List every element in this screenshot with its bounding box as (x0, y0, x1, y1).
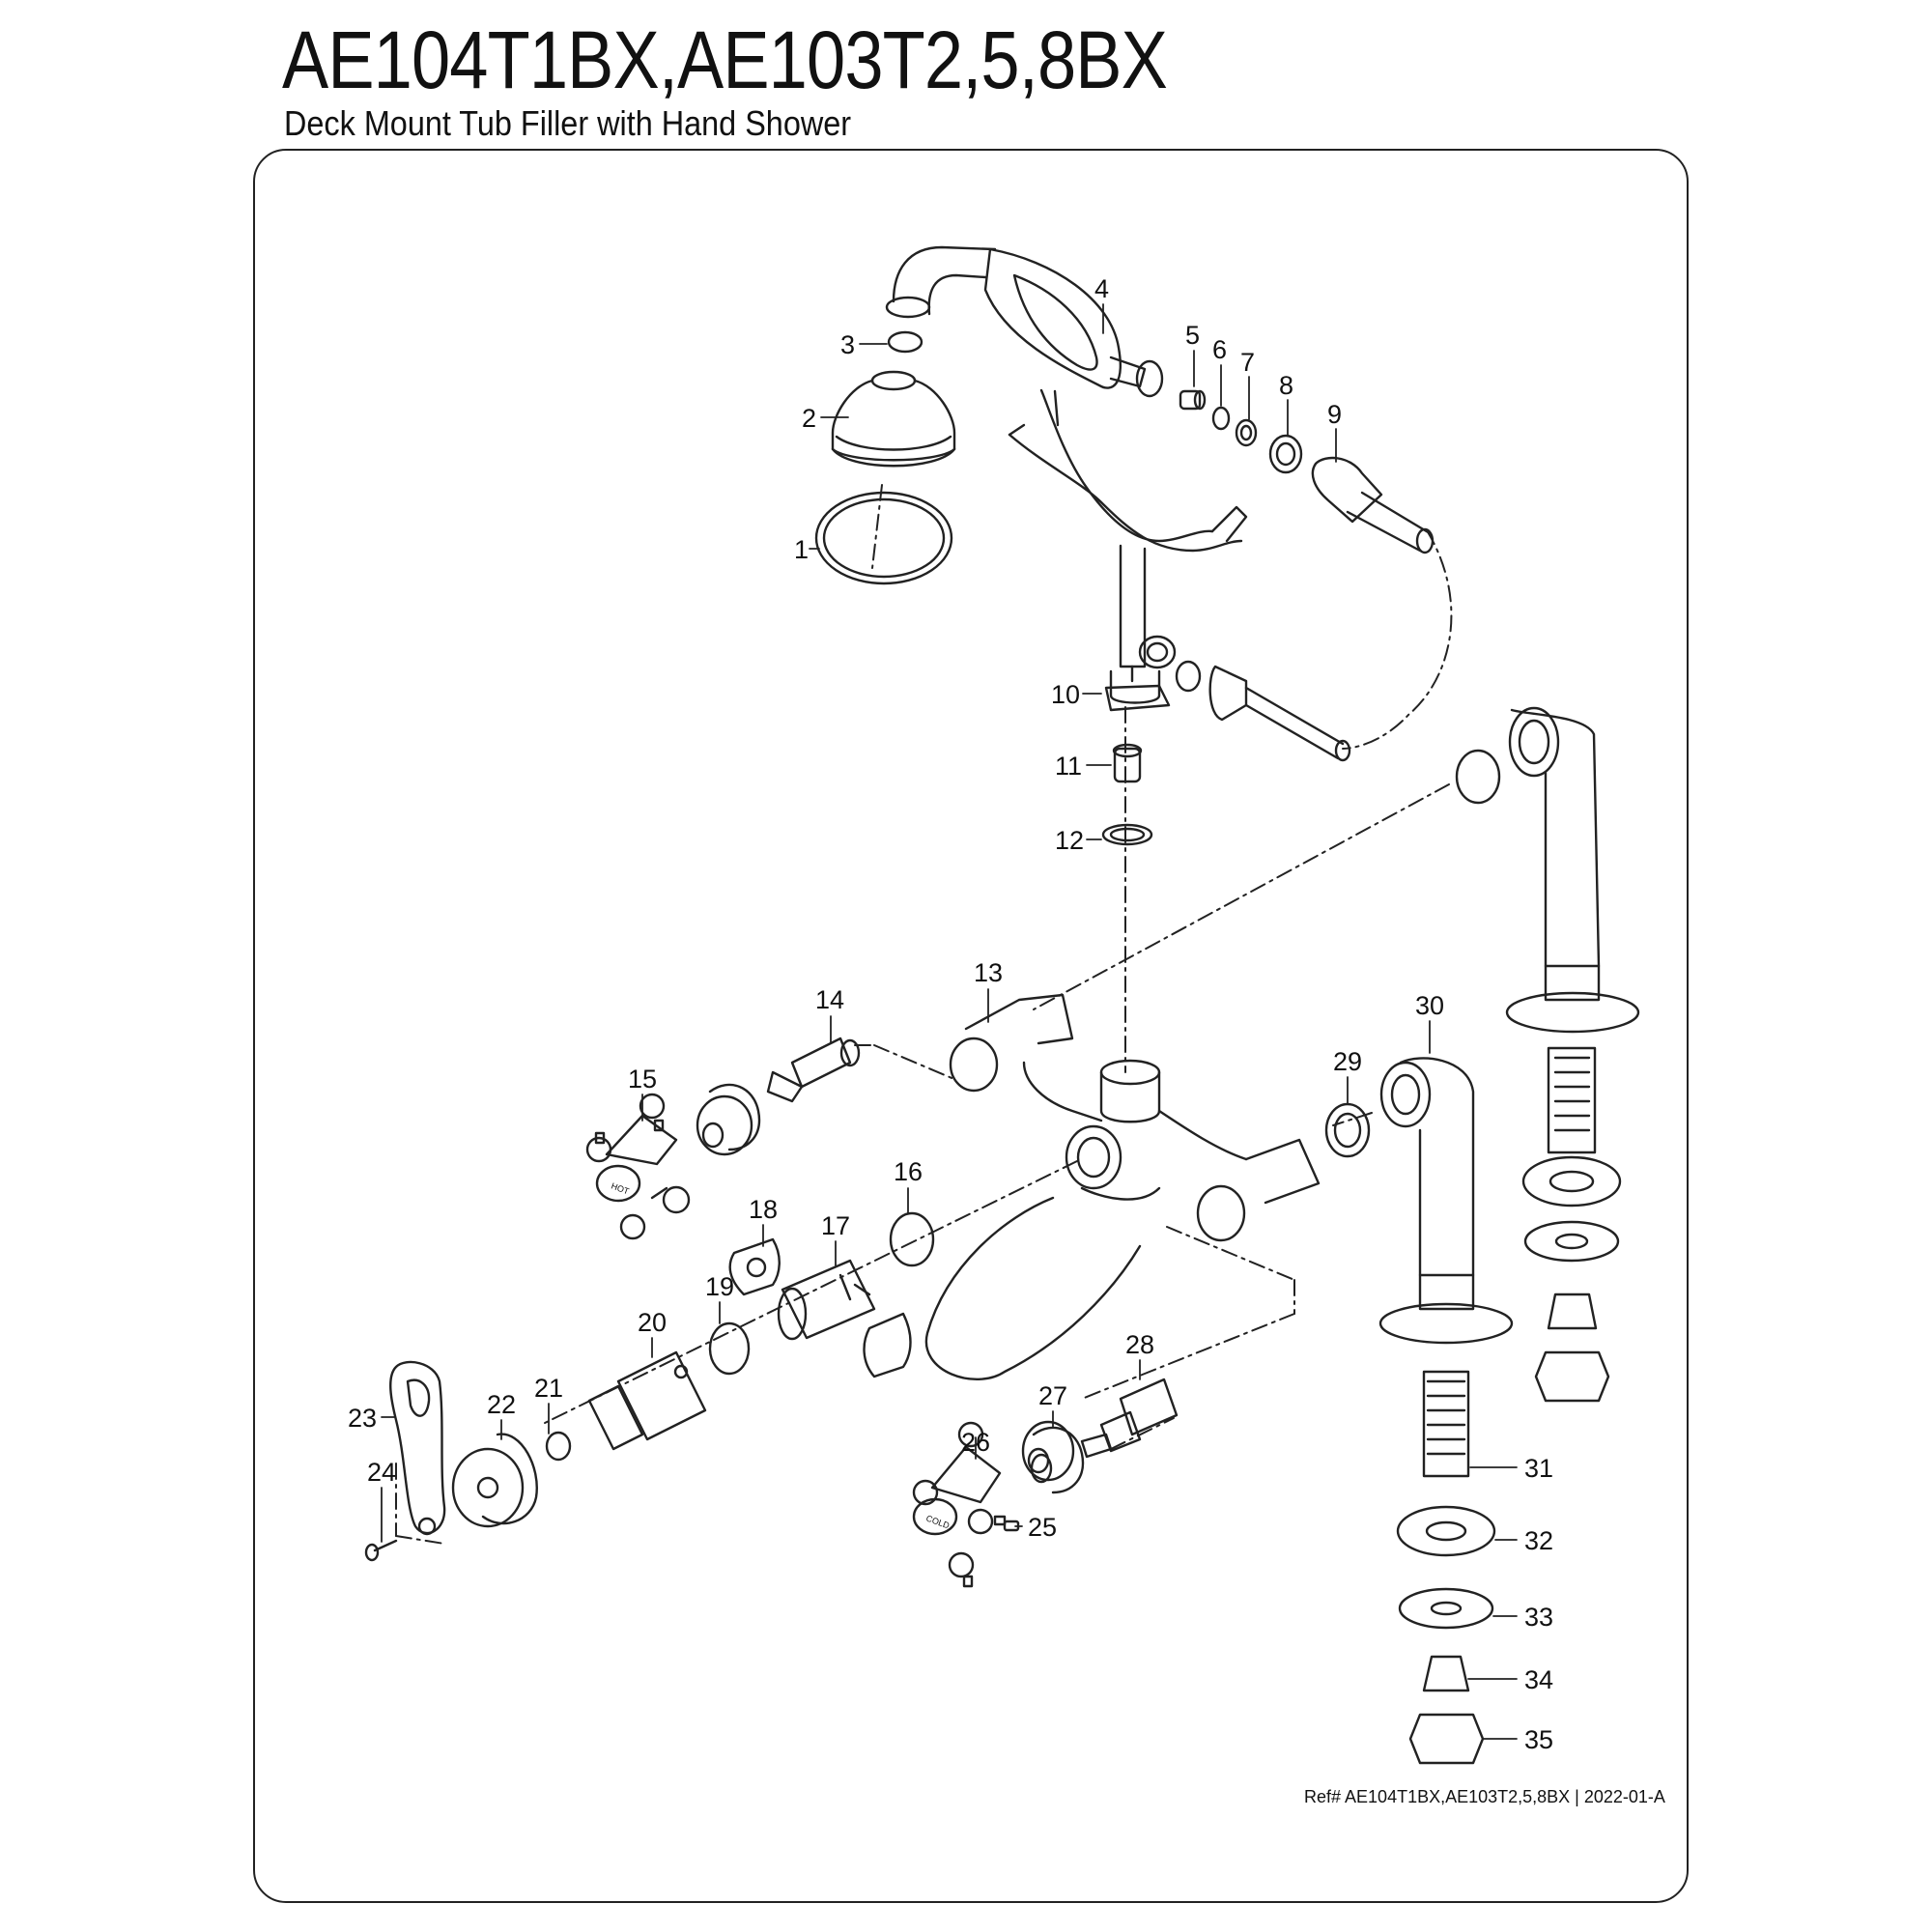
callout-31: 31 (1524, 1454, 1553, 1483)
callout-15: 15 (628, 1065, 657, 1094)
part-26-cold-cross-handle (912, 1420, 1075, 1588)
callout-23: 23 (348, 1404, 377, 1433)
part-19-washer (708, 1321, 751, 1376)
part-24-screw (364, 1539, 398, 1562)
part-15-hot-cross-handle (585, 1093, 753, 1240)
page-subtitle: Deck Mount Tub Filler with Hand Shower (284, 103, 852, 143)
part-33-flat-washer (1398, 1587, 1494, 1630)
callout-19: 19 (705, 1272, 734, 1301)
part-6-washer (1211, 406, 1231, 431)
callout-numbers: 1 2 3 4 5 6 7 8 9 10 11 12 13 14 15 16 1… (348, 274, 1553, 1754)
callout-21: 21 (534, 1374, 563, 1403)
hot-handle-label: HOT (610, 1180, 631, 1196)
left-riser-assembly (1378, 1057, 1514, 1765)
callout-7: 7 (1240, 348, 1255, 377)
page-title: AE104T1BX,AE103T2,5,8BX (282, 14, 1168, 105)
part-22-handle-cap (451, 1433, 538, 1528)
part-21-washer (545, 1431, 572, 1462)
part-32-lock-washer (1396, 1505, 1496, 1557)
callout-11: 11 (1055, 752, 1082, 781)
callout-33: 33 (1524, 1603, 1553, 1632)
part-2-shower-head (831, 370, 956, 468)
callout-1: 1 (794, 535, 809, 564)
part-17-diverter-cartridge (777, 1259, 876, 1341)
part-29-washer (1324, 1102, 1371, 1158)
hand-shower-cradle (1008, 388, 1248, 683)
callout-6: 6 (1212, 335, 1227, 364)
callout-34: 34 (1524, 1665, 1553, 1694)
callout-32: 32 (1524, 1526, 1553, 1555)
part-5-nipple (1179, 389, 1207, 411)
part-7-nut (1235, 418, 1258, 447)
part-18-retaining-clip (728, 1237, 912, 1378)
part-11-insert (1112, 743, 1143, 783)
callout-20: 20 (638, 1308, 667, 1337)
callout-8: 8 (1279, 371, 1293, 400)
callout-18: 18 (749, 1195, 778, 1224)
callout-29: 29 (1333, 1047, 1362, 1076)
part-15-bonnet (708, 1083, 761, 1151)
callout-22: 22 (487, 1390, 516, 1419)
callout-5: 5 (1185, 321, 1200, 350)
callout-16: 16 (894, 1157, 923, 1186)
part-23-lever-handle (389, 1360, 446, 1536)
part-10-diverter (1104, 635, 1351, 762)
part-4-hand-shower-handle (885, 245, 1164, 398)
callout-12: 12 (1055, 826, 1084, 855)
callout-10: 10 (1051, 680, 1080, 709)
part-9-hose-connector (1311, 456, 1435, 554)
callout-4: 4 (1094, 274, 1109, 303)
callout-9: 9 (1327, 400, 1342, 429)
callout-25: 25 (1028, 1513, 1057, 1542)
part-27-bonnet (1030, 1426, 1085, 1494)
part-14-cartridge-stem (766, 1037, 861, 1103)
callout-35: 35 (1524, 1725, 1553, 1754)
part-28-cartridge-stem (1080, 1378, 1179, 1459)
part-34-ferrule (1422, 1655, 1470, 1692)
callout-26: 26 (961, 1428, 990, 1457)
right-riser-assembly (1455, 706, 1640, 1403)
callout-14: 14 (815, 985, 844, 1014)
callout-17: 17 (821, 1211, 850, 1240)
callout-28: 28 (1125, 1330, 1154, 1359)
part-1-shower-gasket (814, 491, 953, 585)
callout-3: 3 (840, 330, 855, 359)
callout-30: 30 (1415, 991, 1444, 1020)
part-20-diverter-stem (587, 1350, 707, 1451)
part-35-coupling-nut (1408, 1713, 1485, 1765)
part-8-washer (1268, 434, 1303, 474)
part-16-washer (889, 1211, 935, 1267)
cold-handle-label: COLD (924, 1513, 951, 1530)
diagram-frame (253, 149, 1689, 1903)
reference-footer: Ref# AE104T1BX,AE103T2,5,8BX | 2022-01-A (1304, 1787, 1665, 1806)
part-13-tub-filler-body (924, 993, 1321, 1381)
callout-13: 13 (974, 958, 1003, 987)
callout-27: 27 (1038, 1381, 1067, 1410)
part-3-washer (887, 330, 923, 354)
callout-24: 24 (367, 1458, 396, 1487)
callout-leaders (381, 303, 1518, 1740)
part-12-washer (1101, 823, 1153, 846)
part-31-shank (1422, 1370, 1470, 1478)
assembly-lines (395, 484, 1453, 1545)
callout-2: 2 (802, 404, 816, 433)
